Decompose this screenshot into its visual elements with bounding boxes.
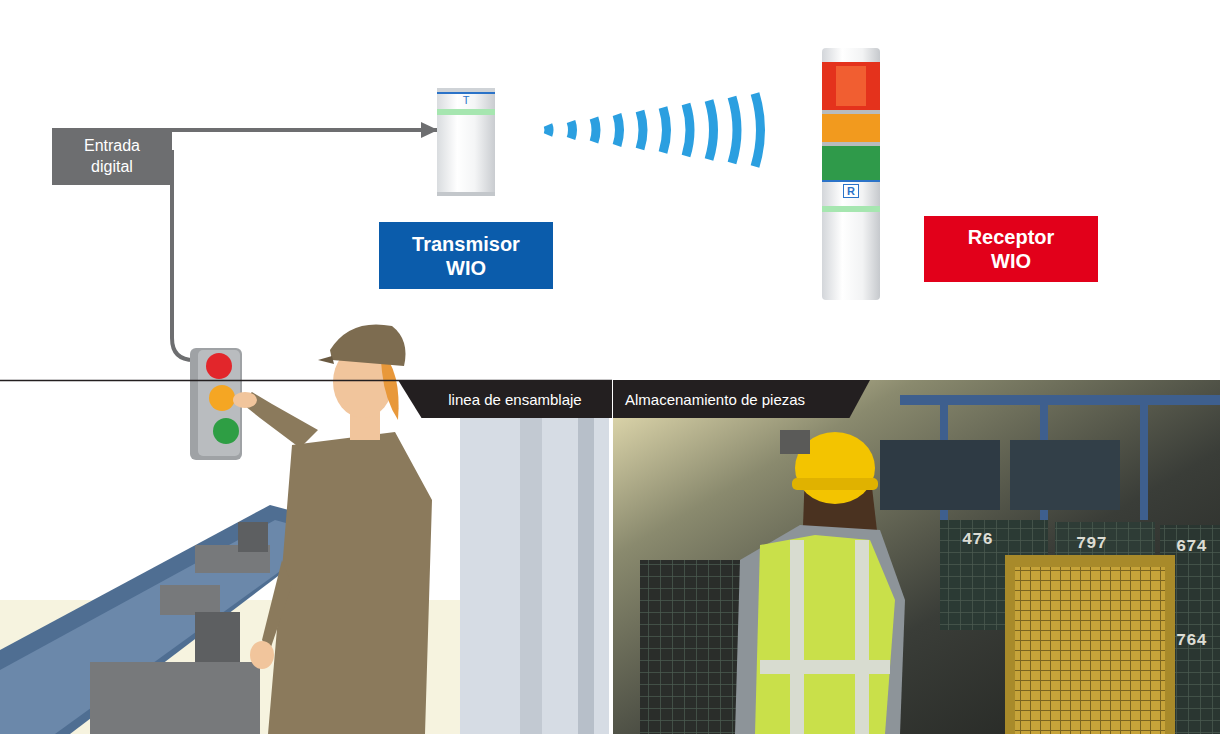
node-text: Receptor WIO: [949, 225, 1074, 273]
section-tag: linea de ensamblaje: [398, 380, 612, 418]
input-box: Entrada digital: [52, 128, 172, 185]
section-tag: Almacenamiento de piezas: [613, 380, 870, 418]
node-text: Transmisor WIO: [404, 232, 529, 280]
crate-number: 764: [1176, 632, 1207, 649]
wireless-waves: [548, 94, 761, 167]
node-text: linea de ensamblaje: [448, 391, 581, 408]
node-text: R: [843, 184, 859, 198]
crate-number: 797: [1076, 535, 1107, 552]
node-text: Almacenamiento de piezas: [625, 391, 805, 408]
transmitter-box: Transmisor WIO: [379, 222, 553, 289]
transmitter-device: T: [437, 88, 495, 196]
node-text: Entrada digital: [72, 136, 152, 178]
signal-arrow: [172, 128, 437, 132]
crate-number: 674: [1176, 538, 1207, 555]
crate-number: 476: [962, 531, 993, 548]
assembly-line-scene: [0, 150, 610, 734]
receiver-box: Receptor WIO: [924, 216, 1098, 282]
node-text: T: [463, 94, 470, 107]
panel-divider: [609, 380, 613, 734]
parts-storage-photo: [612, 380, 1220, 734]
receiver-signal-tower: R: [822, 48, 880, 300]
